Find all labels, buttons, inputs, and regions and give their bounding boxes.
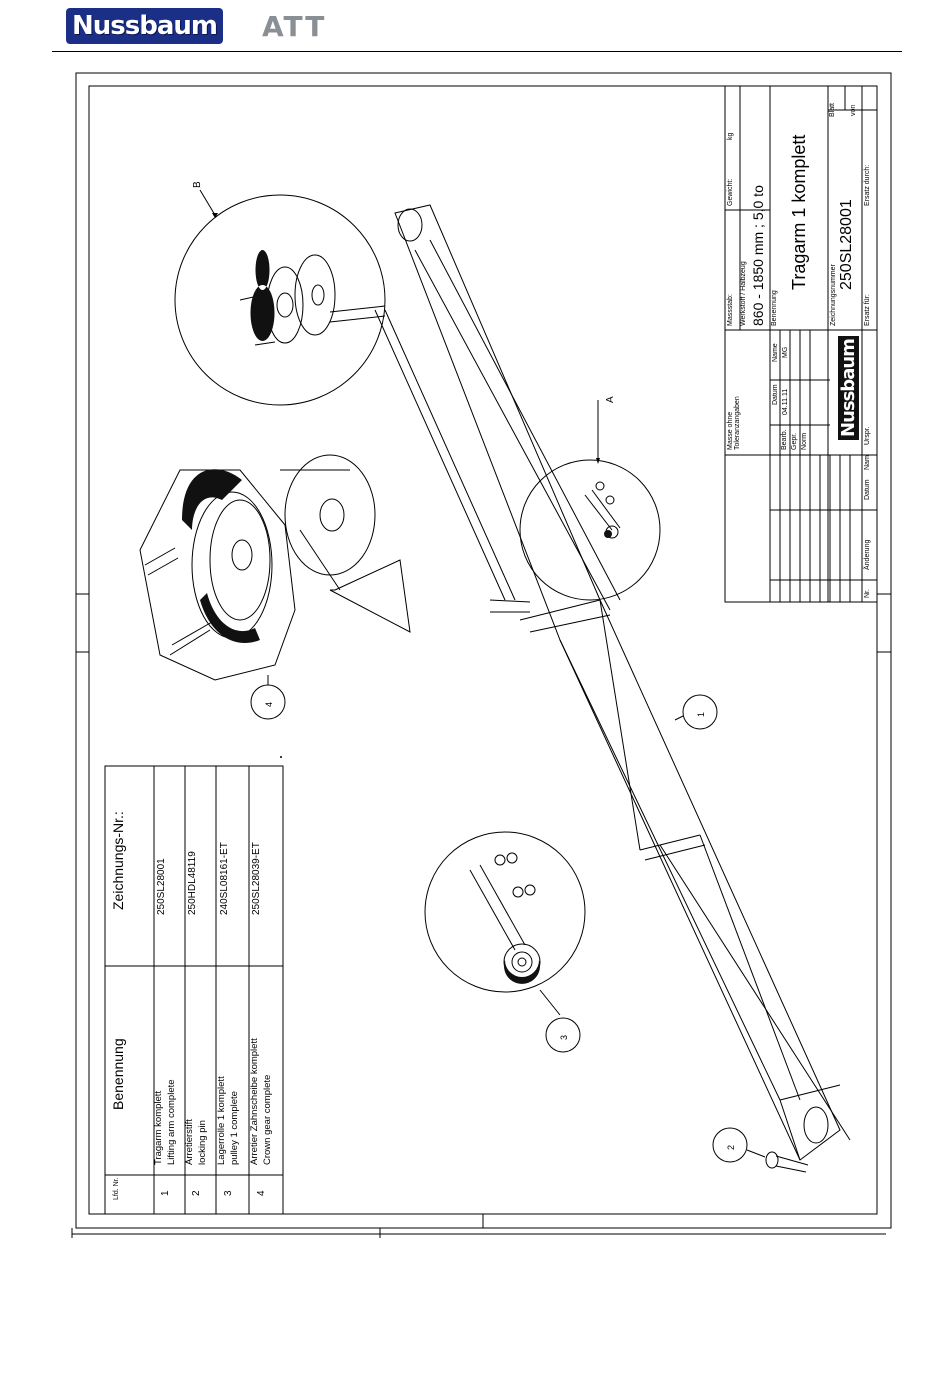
att-logo-text: ATT (262, 10, 327, 43)
part-3-drawing: 240SL08161-ET (219, 842, 230, 915)
detail-b-label: B (192, 181, 203, 188)
bearb-date: 04.11.11 (782, 388, 789, 415)
callout-3-circle (545, 1017, 581, 1053)
detail-b-gear (250, 250, 275, 341)
detail-a-knob (604, 530, 612, 538)
crown-gear-exploded (139, 454, 411, 681)
part-4-drawing: 250SL28039-ET (251, 842, 262, 915)
crown-gear-teeth (182, 469, 242, 530)
part-2-drawing: 250HDL48119 (187, 851, 198, 915)
rev-name-label: Nam (864, 455, 871, 470)
detail-a-parts (584, 481, 621, 539)
part-3-en: pulley 1 complete (229, 1091, 240, 1165)
datum-label: Datum (772, 384, 779, 405)
rev-urspr-label: Urspr. (864, 426, 871, 445)
name-label: Name (772, 343, 779, 362)
tolerance-note-2: Toleranzangaben (734, 396, 741, 450)
part-2-nr: 2 (191, 1190, 202, 1196)
werkstoff-value: 860 - 1850 mm ; 5,0 to (750, 185, 766, 326)
zeichnungsnr-label: Zeichnungsnummer (830, 264, 837, 326)
tolerance-note-1: Masse ohne (727, 411, 734, 450)
pulley-dark (504, 960, 540, 984)
rev-nr-label: Nr. (864, 589, 871, 598)
drawing-number: 250SL28001 (838, 199, 855, 290)
part-2-de: Arretierstift (184, 1119, 195, 1165)
part-1-drawing: 250SL28001 (156, 858, 167, 915)
part-3-nr: 3 (223, 1190, 234, 1196)
callout-2-label: 2 (726, 1144, 736, 1150)
detail-3-circle (424, 831, 586, 993)
nussbaum-logo: Nussbaum (66, 8, 223, 44)
rev-datum-label: Datum (864, 479, 871, 500)
att-logo: ATT (262, 10, 326, 43)
part-2-en: locking pin (197, 1120, 208, 1165)
part-4-nr: 4 (256, 1190, 267, 1196)
parts-list-lines (104, 765, 284, 1215)
drawing-title: Tragarm 1 komplett (789, 134, 809, 290)
callout-4-label: 4 (264, 701, 274, 707)
title-block-lines (724, 85, 878, 603)
rev-aenderung-label: Änderung (864, 539, 871, 570)
detail-b-circle (174, 194, 386, 406)
parts-col-zeichnung: Zeichnungs-Nr.: (110, 811, 126, 910)
callout-1-circle (682, 694, 718, 730)
part-1-en: Lifting arm complete (166, 1079, 177, 1165)
benennung-label: Benennung (771, 290, 778, 326)
pulley-exploded (469, 852, 541, 981)
part-1-nr: 1 (160, 1190, 171, 1196)
parts-col-benennung: Benennung (110, 1038, 126, 1110)
header-divider (52, 51, 902, 52)
nussbaum-logo-text: Nussbaum (72, 11, 218, 41)
callout-3-label: 3 (559, 1034, 569, 1040)
part-4-en: Crown gear complete (262, 1074, 273, 1165)
ersatz-fuer-label: Ersatz für: (864, 294, 871, 326)
outer-frame (75, 72, 892, 1229)
detail-a-circle (519, 459, 661, 601)
norm-label: Norm (801, 432, 808, 450)
gewicht-label: Gewicht: (727, 178, 734, 206)
blatt-label: Blatt (829, 102, 836, 117)
callout-1-label: 1 (696, 711, 706, 717)
lifting-arm (329, 204, 851, 1161)
parts-col-nr: Lfd. Nr. (113, 1177, 120, 1200)
massstab-label: Massstab: (727, 294, 734, 326)
bearb-label: Bearb. (781, 429, 788, 450)
callout-2-circle (712, 1127, 748, 1163)
gewicht-unit: kg (727, 132, 734, 140)
part-1-de: Tragarm komplett (153, 1090, 164, 1165)
gepr-label: Gepr. (791, 432, 798, 450)
bearb-name: MG (782, 346, 789, 358)
ersatz-durch-label: Ersatz durch: (864, 164, 871, 206)
werkstoff-label: Werkstoff / Halbzeug (740, 261, 747, 326)
part-4-de: Arretier Zahnscheibe komplett (249, 1038, 260, 1165)
von-label: von (850, 104, 857, 116)
part-3-de: Lagerrolle 1 komplett (216, 1076, 227, 1165)
locking-pin (765, 1151, 809, 1173)
detail-a-label: A (605, 396, 616, 403)
title-block-logo: Nussbaum (838, 336, 859, 440)
page-header: Nussbaum ATT (0, 0, 950, 52)
